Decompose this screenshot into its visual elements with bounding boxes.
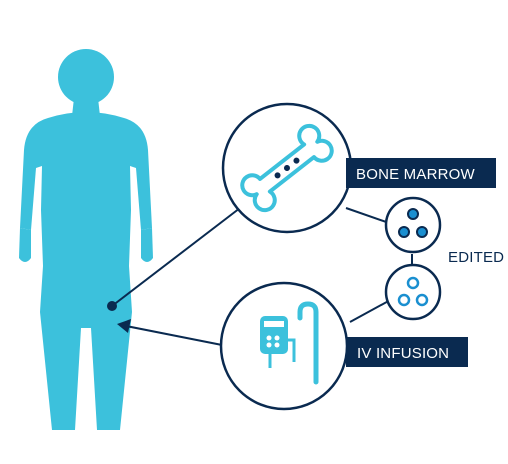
figure-left-hand	[19, 228, 31, 262]
edited-label: EDITED	[448, 249, 504, 266]
iv-infusion-label: IV INFUSION	[346, 337, 468, 367]
bone-connector-line	[112, 208, 240, 306]
figure-right-hand	[141, 228, 153, 262]
bone-marrow-label-text: BONE MARROW	[356, 166, 476, 183]
cells-circle-top-ring	[386, 198, 440, 252]
cells-circle-top	[386, 198, 440, 252]
bone-marrow-label: BONE MARROW	[346, 158, 496, 188]
cells-circle-bottom	[386, 265, 440, 319]
iv-infusion-circle	[221, 283, 347, 409]
figure-head	[58, 49, 114, 105]
cells-circle-bottom-ring	[386, 265, 440, 319]
bone-marrow-circle	[223, 104, 351, 232]
bone-marrow-source-dot	[107, 301, 117, 311]
figure-torso	[20, 112, 152, 430]
human-figure	[19, 49, 153, 430]
iv-infusion-label-text: IV INFUSION	[357, 345, 449, 362]
iv-infusion-arrow-line	[126, 326, 222, 345]
